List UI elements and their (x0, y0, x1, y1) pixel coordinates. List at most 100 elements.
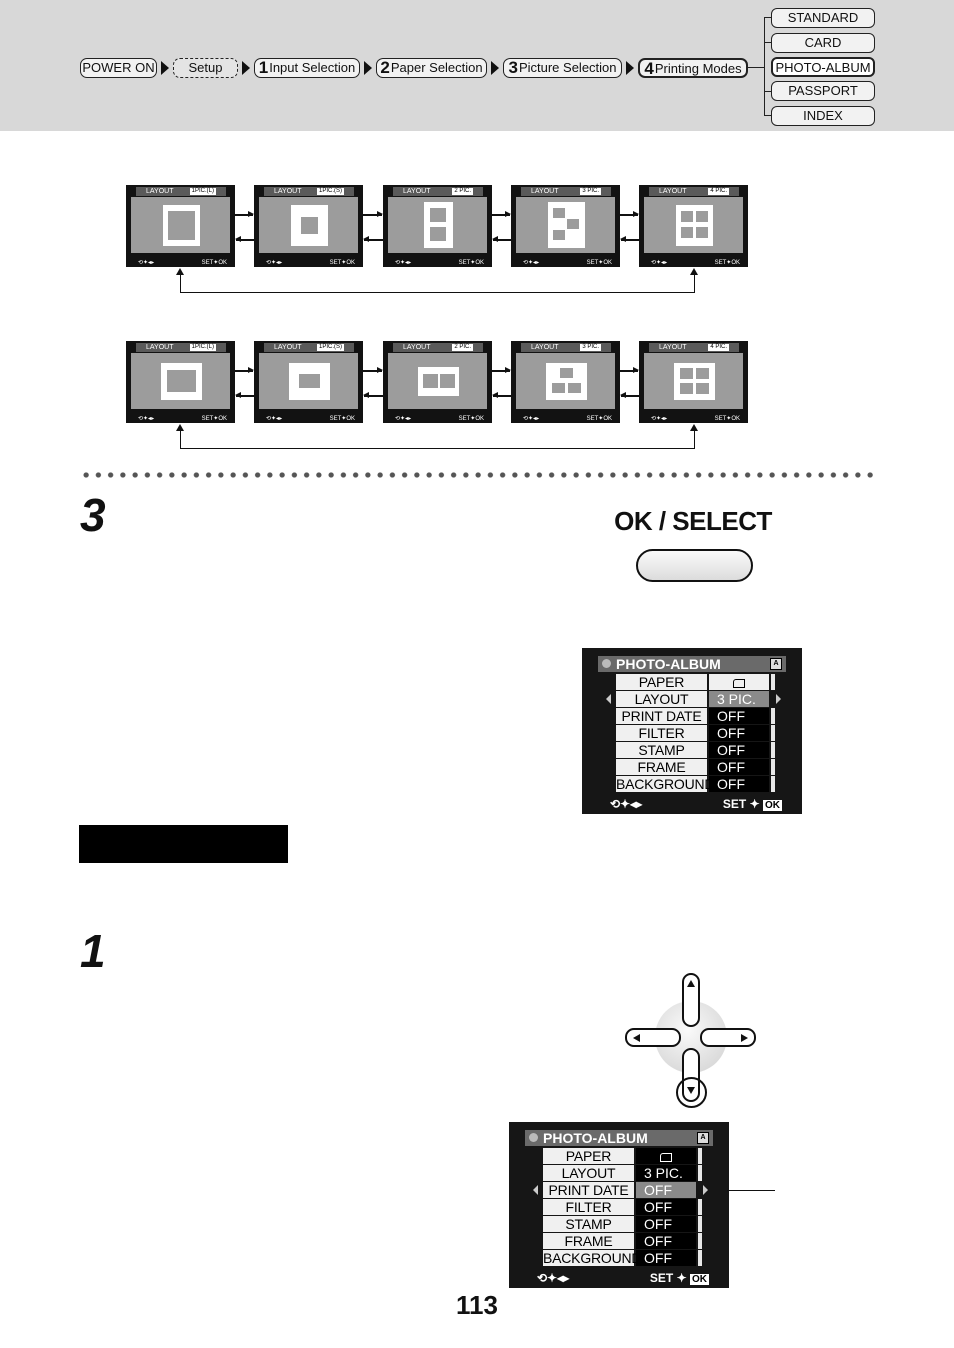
menu-row-value: OFF (709, 725, 769, 741)
mode-standard: STANDARD (771, 8, 875, 28)
arrow-left-icon (620, 236, 639, 242)
breadcrumb-input-label: Input Selection (269, 60, 356, 75)
menu-row-paper[interactable]: PAPER (616, 674, 776, 690)
menu-row-value: OFF (636, 1250, 696, 1266)
breadcrumb-arrow-icon (491, 61, 499, 75)
menu-row-label: FRAME (616, 759, 707, 775)
menu-row-edge (771, 742, 775, 758)
menu-row-label: BACKGROUND (616, 776, 715, 792)
mode-label: INDEX (803, 108, 843, 123)
thumb-footer-set: SET✦OK (714, 260, 740, 266)
thumb-footer-nav: ⟲✦◂▸ (651, 416, 668, 422)
menu-row-label: PAPER (543, 1148, 634, 1164)
thumb-screen (516, 353, 615, 409)
lcd-footer-set: SET ✦ OK (723, 797, 782, 811)
page-number: 113 (456, 1290, 498, 1320)
menu-row-label: PRINT DATE (616, 708, 707, 724)
picture-slot (299, 374, 320, 388)
thumb-label: LAYOUT (146, 344, 174, 351)
thumb-screen (131, 197, 230, 253)
arrow-up-icon (690, 424, 698, 431)
picture-slot (301, 217, 318, 234)
picture-slot (567, 219, 579, 229)
thumb-footer-nav: ⟲✦◂▸ (266, 260, 283, 266)
mode-photo-album: PHOTO-ALBUM (771, 57, 875, 77)
arrow-left-icon (363, 236, 383, 242)
dpad-left-button[interactable] (625, 1028, 681, 1047)
thumb-value: 2 PIC. (452, 344, 473, 351)
thumb-label: LAYOUT (659, 188, 687, 195)
breadcrumb-input-selection: 1Input Selection (254, 58, 360, 78)
menu-row-label: STAMP (543, 1216, 634, 1232)
lcd-footer-nav: ⟲✦◂▸ (610, 797, 643, 811)
menu-row-edge (698, 1165, 702, 1181)
paper-icon (733, 679, 745, 688)
right-arrow-icon (776, 694, 781, 704)
lcd-footer-set-text: SET ✦ (649, 1271, 687, 1285)
thumb-footer-nav: ⟲✦◂▸ (138, 260, 155, 266)
paper-icon (660, 1153, 672, 1162)
menu-row-value: 3 PIC. (709, 691, 769, 707)
menu-row-label: PAPER (616, 674, 707, 690)
picture-slot (440, 374, 455, 388)
right-arrow-icon (741, 1034, 748, 1042)
menu-row-label: STAMP (616, 742, 707, 758)
thumb-label: LAYOUT (531, 344, 559, 351)
up-arrow-icon (687, 980, 695, 987)
menu-row-label: PRINT DATE (543, 1182, 634, 1198)
breadcrumb-paper-label: Paper Selection (390, 60, 483, 75)
step-number: 1 (258, 58, 269, 77)
thumb-footer-set: SET✦OK (201, 416, 227, 422)
breadcrumb-arrow-icon (626, 61, 634, 75)
arrow-right-icon (620, 367, 639, 373)
picture-slot (696, 211, 708, 222)
step-number: 3 (508, 58, 518, 77)
breadcrumb-paper-selection: 2Paper Selection (376, 58, 487, 78)
thumb-screen (388, 353, 487, 409)
ok-badge: OK (690, 1274, 709, 1285)
breadcrumb-setup: Setup (173, 58, 238, 78)
mode-bracket (764, 17, 772, 116)
dpad-up-button[interactable] (682, 973, 700, 1027)
breadcrumb-power-on: POWER ON (80, 58, 157, 78)
picture-slot (430, 227, 446, 241)
menu-row-edge (698, 1148, 702, 1164)
mode-label: PASSPORT (788, 83, 858, 98)
menu-row-paper[interactable]: PAPER (543, 1148, 703, 1164)
menu-row-value: OFF (636, 1182, 696, 1198)
ok-select-button[interactable] (636, 549, 753, 582)
thumb-label: LAYOUT (274, 344, 302, 351)
menu-row-edge (771, 759, 775, 775)
step-number-3: 3 (80, 489, 106, 541)
arrow-up-icon (690, 268, 698, 275)
menu-row-edge (698, 1199, 702, 1215)
dpad-right-button[interactable] (700, 1028, 756, 1047)
thumb-footer-nav: ⟲✦◂▸ (395, 260, 412, 266)
arrow-left-icon (235, 392, 254, 398)
breadcrumb-power-on-label: POWER ON (82, 60, 155, 75)
mode-passport: PASSPORT (771, 81, 875, 101)
